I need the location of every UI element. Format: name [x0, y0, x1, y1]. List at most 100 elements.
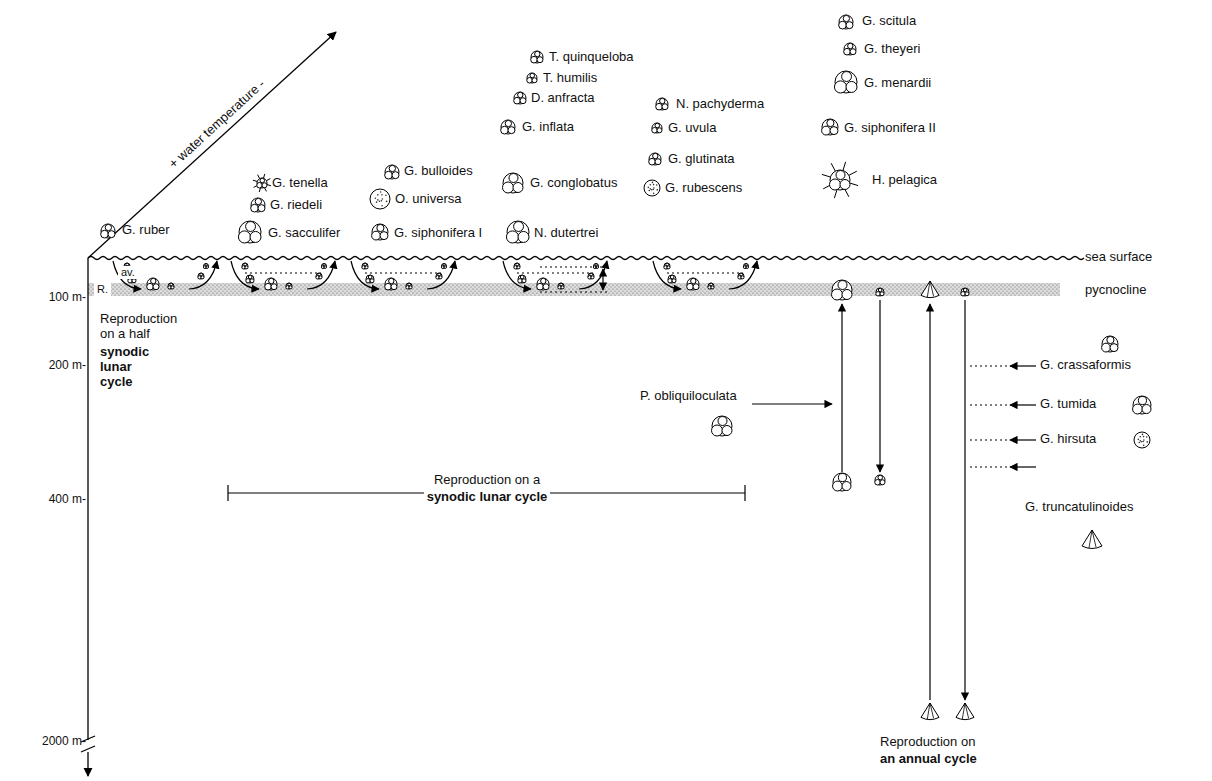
- shell-chamber: [590, 273, 593, 276]
- shell-chamber: [151, 278, 156, 283]
- species-name: T. humilis: [543, 71, 597, 86]
- shell-chamber: [878, 475, 883, 480]
- shell-chamber: [258, 205, 265, 212]
- pointer-arrow: [752, 403, 832, 404]
- shell-spine: [845, 189, 849, 197]
- shell-pore: [653, 193, 655, 195]
- species-name: G. glutinata: [668, 152, 735, 167]
- shell-suture: [927, 703, 930, 719]
- shell-pore: [1143, 445, 1145, 447]
- cycle-arrow: [351, 261, 379, 289]
- shell: [147, 278, 159, 290]
- shell-pore: [1146, 436, 1148, 438]
- shell-pore: [1138, 442, 1140, 444]
- shell: [436, 273, 442, 279]
- reproduction-marker: R.: [94, 283, 111, 296]
- shell-chamber: [520, 275, 524, 279]
- shell-chamber: [250, 231, 261, 242]
- shell-chamber: [288, 283, 291, 286]
- shell-pore: [1143, 436, 1145, 438]
- shell-chamber: [834, 81, 846, 93]
- shell: [366, 275, 374, 283]
- shell-pore: [1142, 434, 1144, 436]
- shell: [1134, 432, 1150, 448]
- shell-chamber: [251, 204, 259, 212]
- shell: [744, 264, 749, 269]
- shell-spine: [850, 183, 859, 186]
- axis-label: + water temperature -: [166, 76, 268, 171]
- average-depth-line: [245, 272, 321, 273]
- shell-chamber: [385, 171, 393, 179]
- shell-pore: [1141, 441, 1143, 443]
- shell: [844, 43, 856, 55]
- shell-pore: [386, 201, 388, 203]
- shell-chamber: [385, 283, 392, 290]
- shell-suture: [930, 703, 934, 718]
- range-bracket: [227, 485, 228, 501]
- shell-chamber: [509, 174, 518, 183]
- shell: [514, 263, 520, 269]
- shell: [242, 263, 248, 269]
- shell-chamber: [842, 72, 852, 82]
- shell-suture: [930, 281, 934, 296]
- level-label: sea surface: [1085, 250, 1152, 265]
- depth-label: 400 m-: [49, 493, 86, 507]
- shell-chamber: [1102, 343, 1111, 352]
- shell-pore: [381, 205, 383, 207]
- shell-chamber: [535, 51, 540, 56]
- shell-pore: [1146, 441, 1148, 443]
- shell-chamber: [832, 289, 843, 300]
- shell-chamber: [844, 48, 851, 55]
- shell-pore: [652, 182, 654, 184]
- shell: [316, 273, 322, 279]
- shell-chamber: [260, 178, 265, 183]
- shell: [558, 283, 564, 289]
- shell-spine: [263, 174, 264, 178]
- shell-pore: [656, 184, 658, 186]
- shell: [708, 283, 714, 289]
- species-name: G. bulloides: [404, 164, 473, 179]
- shell-chamber: [518, 231, 529, 242]
- shell-chamber: [530, 73, 535, 78]
- pycnocline-band: [88, 283, 1060, 296]
- shell-chamber: [531, 56, 538, 63]
- shell: [251, 198, 265, 212]
- shell-pore: [1138, 439, 1140, 441]
- shell: [265, 278, 277, 290]
- shell-chamber: [843, 15, 849, 21]
- shell: [687, 278, 699, 290]
- species-name: T. quinqueloba: [549, 50, 634, 65]
- shell-spine: [258, 175, 260, 179]
- shell: [833, 473, 851, 491]
- shell-chamber: [595, 264, 597, 266]
- shell: [385, 165, 399, 179]
- shell: [644, 180, 660, 196]
- shell-chamber: [537, 57, 543, 63]
- cycle-arrow: [231, 261, 259, 289]
- species-name: G. uvula: [668, 121, 716, 136]
- cycle-arrow: [653, 261, 681, 289]
- shell-chamber: [652, 128, 658, 134]
- shell: [956, 703, 974, 720]
- shell-chamber: [838, 473, 846, 481]
- shell: [835, 71, 857, 93]
- species-name: N. dutertrei: [534, 226, 598, 241]
- shell-chamber: [501, 126, 509, 134]
- shell: [830, 170, 850, 190]
- shell-pore: [381, 200, 383, 202]
- shell-chamber: [1138, 396, 1146, 404]
- cycle-arrow: [503, 261, 531, 289]
- shell-chamber: [710, 283, 713, 286]
- shell-suture: [962, 703, 965, 719]
- species-name: G. riedeli: [270, 198, 322, 213]
- pointer-arrow: [1010, 404, 1036, 405]
- depth-level-line: [970, 466, 1008, 467]
- pointer-arrow: [1010, 466, 1036, 467]
- shell: [257, 178, 267, 188]
- shell-chamber: [662, 104, 668, 110]
- shell-pore: [648, 190, 650, 192]
- shell-pore: [379, 200, 381, 202]
- shell-chamber: [842, 482, 851, 491]
- species-name: G. tumida: [1040, 397, 1096, 412]
- shell: [921, 281, 939, 298]
